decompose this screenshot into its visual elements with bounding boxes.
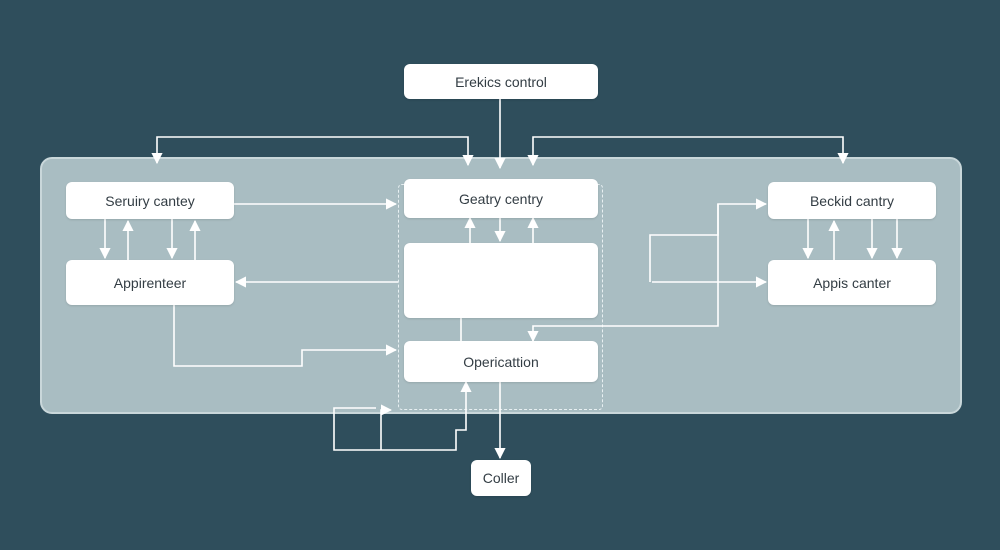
connector-bottom-loop-inner bbox=[380, 404, 393, 450]
node-left-top[interactable]: Seruiry cantey bbox=[66, 182, 234, 219]
connector-bottom-loop bbox=[333, 380, 472, 451]
node-right-top[interactable]: Beckid cantry bbox=[768, 182, 936, 219]
connector-top-left-bracket bbox=[151, 136, 474, 167]
node-left-bottom[interactable]: Appirenteer bbox=[66, 260, 234, 305]
node-center-bottom[interactable]: Opericattion bbox=[404, 341, 598, 382]
connector-right-to-operation bbox=[527, 204, 719, 343]
connector-top-right-bracket bbox=[527, 136, 849, 167]
node-bottom[interactable]: Coller bbox=[471, 460, 531, 496]
connector-left-to-operation bbox=[173, 305, 398, 367]
node-center-top[interactable]: Geatry centry bbox=[404, 179, 598, 218]
node-center-middle[interactable] bbox=[404, 243, 598, 318]
node-top-control[interactable]: Erekics control bbox=[404, 64, 598, 99]
node-right-bottom[interactable]: Appis canter bbox=[768, 260, 936, 305]
connector-right-to-backend bbox=[649, 198, 768, 282]
